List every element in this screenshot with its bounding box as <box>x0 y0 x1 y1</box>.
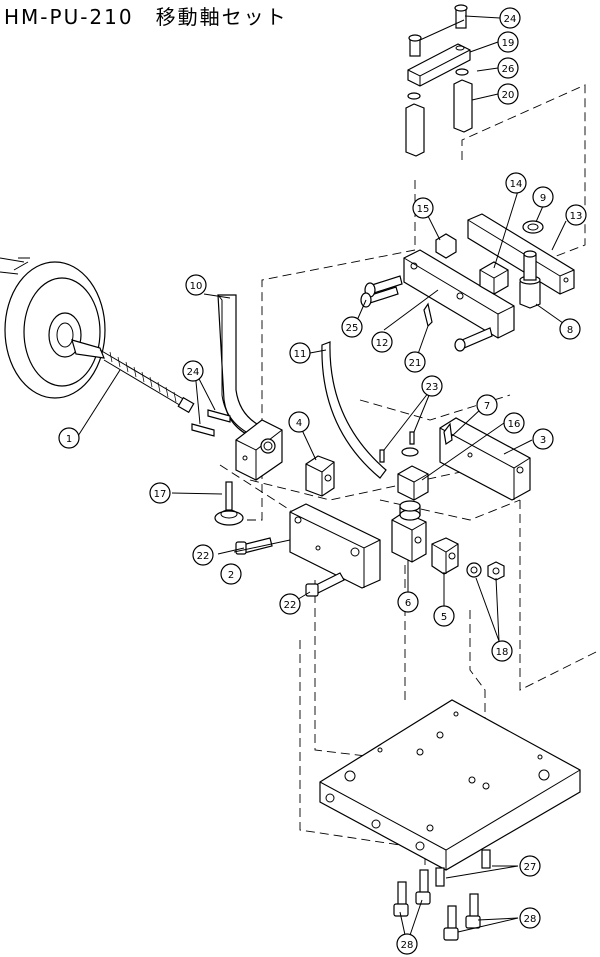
bearing-bracket <box>235 419 283 481</box>
svg-text:18: 18 <box>496 647 509 658</box>
callout-2: 2 <box>220 563 242 585</box>
svg-text:8: 8 <box>567 325 573 336</box>
callout-8: 8 <box>559 318 581 340</box>
svg-text:27: 27 <box>524 862 537 873</box>
part-8-post <box>519 250 541 309</box>
svg-text:12: 12 <box>376 338 389 349</box>
part-5-block <box>431 537 459 575</box>
part-7-23-screws <box>379 422 453 463</box>
callout-22a: 22 <box>192 544 214 566</box>
svg-text:11: 11 <box>294 349 307 360</box>
callout-24-left: 24 <box>182 360 204 382</box>
callout-28-bottom-right: 28 <box>519 907 541 929</box>
callout-28-bottom-left: 28 <box>396 933 418 955</box>
svg-text:21: 21 <box>409 358 422 369</box>
svg-text:3: 3 <box>540 435 546 446</box>
svg-text:19: 19 <box>502 38 515 49</box>
svg-text:1: 1 <box>66 434 72 445</box>
callout-7: 7 <box>476 394 498 416</box>
callout-5: 5 <box>433 605 455 627</box>
svg-text:17: 17 <box>154 489 167 500</box>
callout-26: 26 <box>497 57 519 79</box>
svg-text:24: 24 <box>504 14 517 25</box>
callout-25: 25 <box>341 316 363 338</box>
part-17-knob <box>214 481 244 526</box>
part-24-top-bolts <box>408 4 468 57</box>
part-16-square-nut <box>397 465 429 501</box>
callout-19: 19 <box>497 31 519 53</box>
callout-1: 1 <box>58 427 80 449</box>
diagram-title: HM-PU-210 移動軸セット <box>4 5 288 29</box>
part-9-washer <box>522 220 544 234</box>
part-21-bolts <box>423 302 493 352</box>
callout-6: 6 <box>397 591 419 613</box>
svg-text:22: 22 <box>284 600 297 611</box>
svg-text:16: 16 <box>508 419 521 430</box>
part-19-link-bar <box>407 43 471 87</box>
svg-text:28: 28 <box>401 940 414 951</box>
callout-17: 17 <box>149 482 171 504</box>
part-14-slider-block <box>479 261 509 295</box>
part-3-rail-block <box>439 417 531 501</box>
part-27-28-bottom-bolts <box>393 849 491 941</box>
callout-14: 14 <box>505 172 527 194</box>
svg-text:25: 25 <box>346 323 359 334</box>
part-13-upper-rail <box>467 213 575 295</box>
callout-16: 16 <box>503 412 525 434</box>
callout-9: 9 <box>532 186 554 208</box>
callout-23: 23 <box>421 375 443 397</box>
svg-text:13: 13 <box>570 211 583 222</box>
callout-22b: 22 <box>279 593 301 615</box>
svg-text:28: 28 <box>524 914 537 925</box>
callout-21: 21 <box>404 351 426 373</box>
callout-12: 12 <box>371 331 393 353</box>
svg-text:7: 7 <box>484 401 490 412</box>
part-18-nuts <box>466 561 505 581</box>
svg-text:9: 9 <box>540 193 546 204</box>
callout-11: 11 <box>289 342 311 364</box>
part-2-base-bar <box>289 503 381 589</box>
callout-3: 3 <box>532 428 554 450</box>
callout-4: 4 <box>288 411 310 433</box>
callout-24-top: 24 <box>499 7 521 29</box>
part-4-block <box>305 455 335 497</box>
svg-text:15: 15 <box>417 204 430 215</box>
svg-text:6: 6 <box>405 598 411 609</box>
svg-text:23: 23 <box>426 382 439 393</box>
base-plate <box>319 699 581 871</box>
svg-text:14: 14 <box>510 179 523 190</box>
callout-13: 13 <box>565 204 587 226</box>
svg-text:24: 24 <box>187 367 200 378</box>
part-20-spacers <box>405 79 473 157</box>
svg-text:2: 2 <box>228 570 234 581</box>
svg-text:4: 4 <box>296 418 302 429</box>
callout-18: 18 <box>491 640 513 662</box>
part-26-washers <box>407 68 469 100</box>
svg-text:22: 22 <box>197 551 210 562</box>
part-6-cylinder-block <box>391 500 427 563</box>
part-11-curved-strip <box>321 341 387 479</box>
part-15-small-block <box>435 233 457 259</box>
svg-text:26: 26 <box>502 64 515 75</box>
svg-text:20: 20 <box>502 90 515 101</box>
callout-15: 15 <box>412 197 434 219</box>
svg-text:5: 5 <box>441 612 447 623</box>
part-12-lower-rail <box>403 249 515 339</box>
callouts: 1 2 3 4 5 6 7 8 9 10 11 12 13 14 15 16 1… <box>58 7 587 955</box>
callout-10: 10 <box>185 274 207 296</box>
bolts-24-left <box>191 409 231 437</box>
part-1-handwheel-shaft <box>0 257 195 414</box>
svg-text:10: 10 <box>190 281 203 292</box>
callout-20: 20 <box>497 83 519 105</box>
part-25-bolts <box>360 275 403 308</box>
callout-27: 27 <box>519 855 541 877</box>
